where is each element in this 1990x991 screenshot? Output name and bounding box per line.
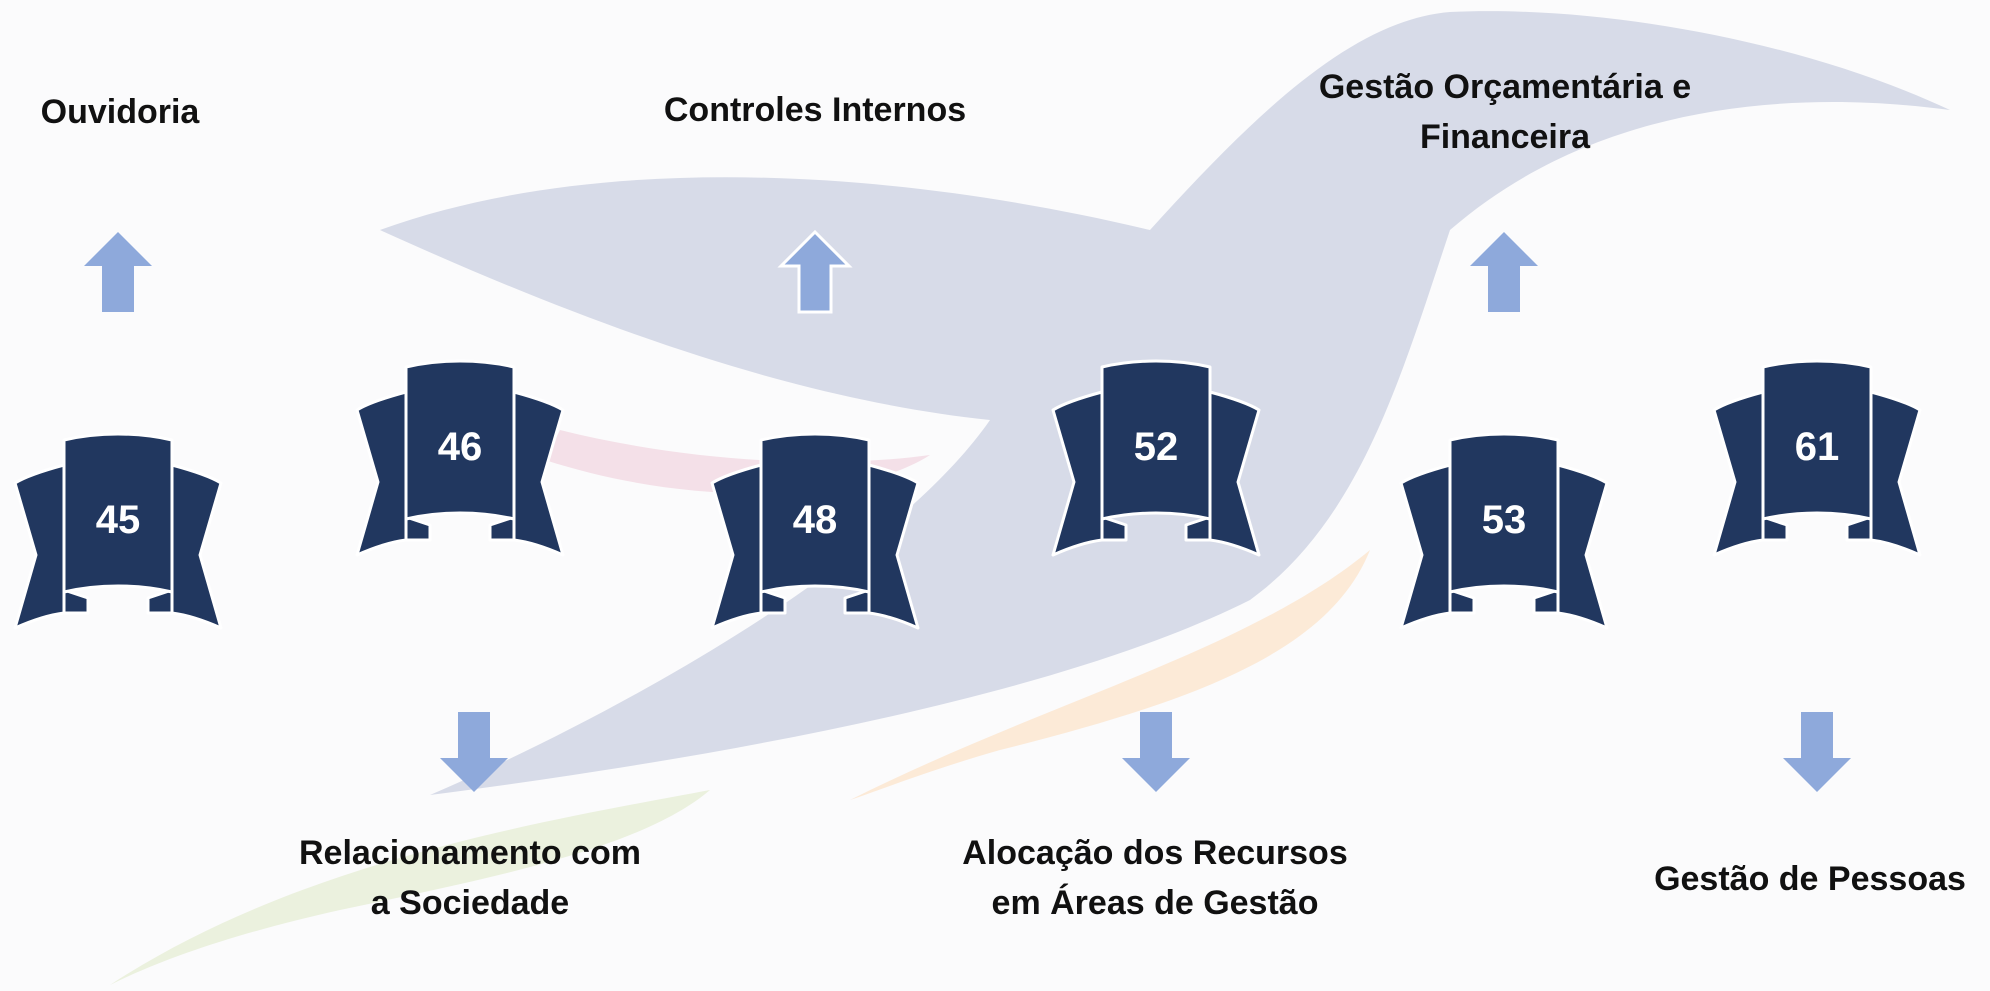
badge-left-tail: [1399, 463, 1452, 630]
badge-number: 61: [1795, 425, 1840, 469]
label-gestao-pessoas-text: Gestão de Pessoas: [1654, 860, 1966, 898]
label-controles-internos: Controles Internos: [610, 85, 1020, 135]
badge-left-fold: [62, 588, 90, 615]
badge-right-tail: [867, 463, 920, 630]
badge-right-fold: [146, 588, 174, 615]
label-alocacao-line1: Alocação dos Recursos: [962, 834, 1348, 872]
badge-panel: [404, 359, 516, 521]
badge-right-tail: [1556, 463, 1609, 630]
label-gestao-orcamentaria-line2: Financeira: [1419, 118, 1591, 156]
badge-52: 52: [1051, 359, 1261, 557]
badge-number: 48: [793, 498, 838, 542]
badge-right-fold: [1184, 515, 1212, 542]
badge-left-tail: [1712, 390, 1765, 557]
badge-panel: [62, 432, 174, 594]
label-controles-internos-text: Controles Internos: [663, 91, 967, 129]
label-relacionamento-line2: a Sociedade: [370, 884, 570, 922]
badge-right-tail: [512, 390, 565, 557]
label-ouvidoria-text: Ouvidoria: [40, 93, 200, 131]
badge-left-fold: [1761, 515, 1789, 542]
label-alocacao-line2: em Áreas de Gestão: [991, 884, 1319, 922]
badge-number: 53: [1482, 498, 1527, 542]
arrow-down-gestao-pessoas: [1783, 712, 1851, 792]
label-gestao-pessoas: Gestão de Pessoas: [1640, 854, 1980, 904]
badge-number: 45: [96, 498, 141, 542]
badge-number: 46: [438, 425, 483, 469]
badge-left-tail: [1051, 390, 1104, 557]
badge-panel: [1100, 359, 1212, 521]
label-gestao-orcamentaria-line1: Gestão Orçamentária e: [1318, 68, 1692, 106]
arrow-down-relacionamento: [440, 712, 508, 792]
badge-left-tail: [13, 463, 66, 630]
arrow-up-controles-internos: [777, 229, 853, 314]
badge-right-fold: [1532, 588, 1560, 615]
badge-panel: [759, 432, 871, 594]
label-relacionamento: Relacionamento com a Sociedade: [250, 828, 690, 928]
badge-right-tail: [1208, 390, 1261, 557]
label-relacionamento-line1: Relacionamento com: [299, 834, 641, 872]
badge-61: 61: [1712, 359, 1922, 557]
label-gestao-orcamentaria: Gestão Orçamentária e Financeira: [1270, 62, 1740, 162]
badge-left-fold: [1448, 588, 1476, 615]
badge-left-tail: [355, 390, 408, 557]
badge-48: 48: [710, 432, 920, 630]
background-swoosh-green: [110, 790, 710, 985]
badge-right-fold: [843, 588, 871, 615]
badge-right-fold: [1845, 515, 1873, 542]
badge-number: 52: [1134, 425, 1179, 469]
badge-left-fold: [759, 588, 787, 615]
arrow-down-alocacao: [1122, 712, 1190, 792]
badge-panel: [1448, 432, 1560, 594]
arrow-up-gestao-orcamentaria: [1470, 232, 1538, 312]
badge-left-fold: [404, 515, 432, 542]
badge-right-tail: [170, 463, 223, 630]
label-ouvidoria: Ouvidoria: [20, 87, 220, 137]
arrow-up-ouvidoria: [84, 232, 152, 312]
badge-45: 45: [13, 432, 223, 630]
badge-right-tail: [1869, 390, 1922, 557]
badge-left-fold: [1100, 515, 1128, 542]
badge-left-tail: [710, 463, 763, 630]
badge-53: 53: [1399, 432, 1609, 630]
badge-right-fold: [488, 515, 516, 542]
label-alocacao: Alocação dos Recursos em Áreas de Gestão: [930, 828, 1380, 928]
badge-panel: [1761, 359, 1873, 521]
badge-46: 46: [355, 359, 565, 557]
